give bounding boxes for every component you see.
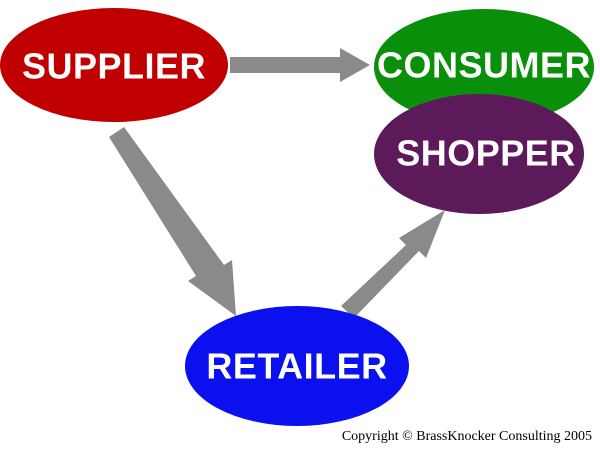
node-supplier: SUPPLIER [0, 8, 228, 122]
retailer-label: RETAILER [206, 346, 387, 387]
node-retailer: RETAILER [185, 306, 409, 426]
consumer-label: CONSUMER [377, 45, 591, 86]
shopper-ellipse [374, 94, 584, 214]
node-shopper: SHOPPER [374, 94, 584, 214]
arrow-supplier-to-consumer [230, 48, 370, 82]
supplier-ellipse [0, 8, 228, 122]
arrow-retailer-to-shopper [341, 210, 445, 318]
copyright-notice: Copyright © BrassKnocker Consulting 2005 [341, 429, 592, 444]
supplier-label: SUPPLIER [22, 46, 206, 87]
consumer-ellipse [374, 9, 594, 125]
retailer-ellipse [185, 306, 409, 426]
arrow-supplier-to-retailer [109, 127, 236, 316]
node-consumer: CONSUMER [374, 9, 594, 125]
arrows [109, 48, 445, 318]
shopper-label: SHOPPER [396, 133, 576, 174]
